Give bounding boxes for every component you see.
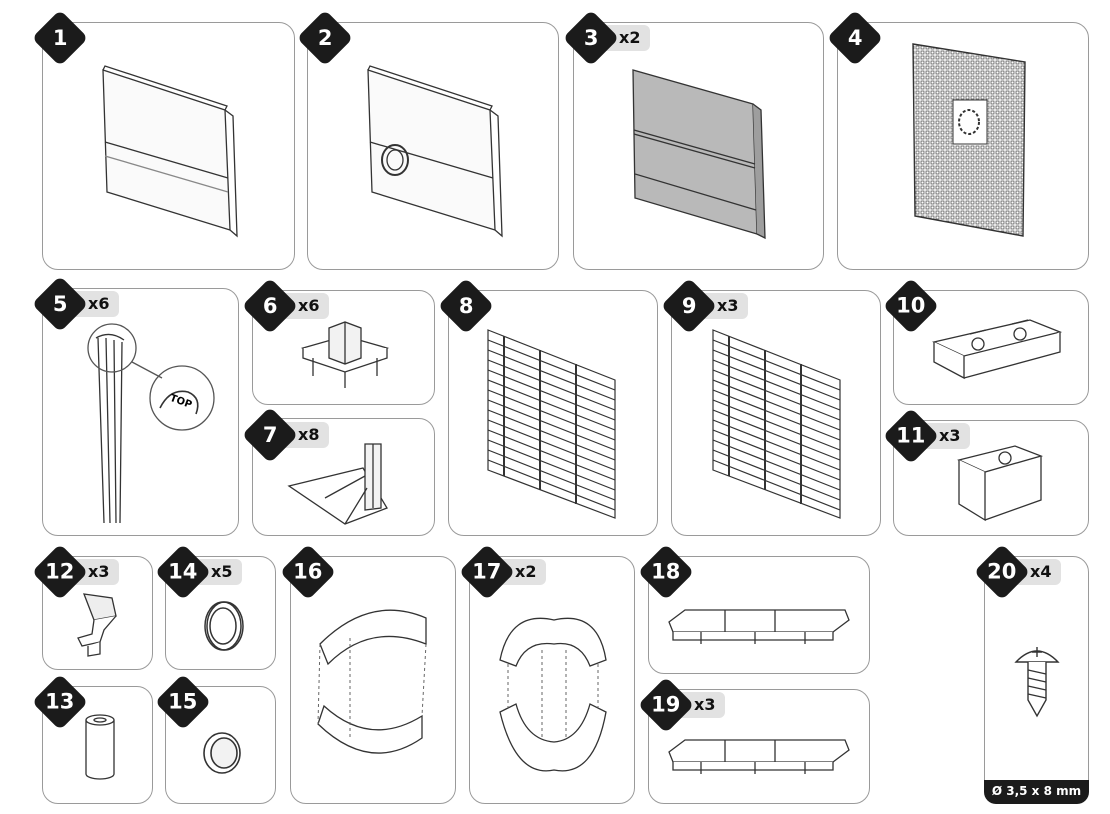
clamp-double-drawing [932, 319, 1063, 380]
badge-15: 15 [154, 673, 212, 731]
badge-1: 1 [31, 9, 89, 67]
foot-bracket-drawing [287, 443, 388, 525]
part-number: 1 [52, 26, 68, 50]
quantity-label: x6 [284, 293, 330, 319]
tunnel-elbow-drawing [499, 617, 607, 772]
part-number: 3 [583, 26, 599, 50]
part-number: 9 [681, 294, 697, 318]
part-number: 13 [45, 689, 75, 714]
badge-8: 8 [437, 277, 495, 335]
tunnel-straight-drawing [317, 609, 427, 754]
top-label: TOP [168, 393, 193, 411]
part-number: 14 [168, 559, 198, 584]
part-number: 12 [45, 559, 75, 584]
rail-b-drawing [668, 739, 850, 774]
screw-size-label: Ø 3,5 x 8 mm [984, 780, 1089, 804]
post-connector-drawing [300, 321, 390, 388]
part-number: 4 [847, 26, 863, 50]
part-number: 15 [168, 689, 198, 714]
quantity-label: x3 [925, 423, 971, 449]
badge-16: 16 [279, 543, 337, 601]
part-card-16 [290, 556, 456, 804]
badge-4: 4 [826, 9, 884, 67]
part-number: 16 [293, 559, 323, 584]
perforated-panel-drawing [912, 43, 1026, 237]
badge-10: 10 [882, 277, 940, 335]
badge-2: 2 [296, 9, 354, 67]
side-panel-plain-drawing [102, 65, 238, 238]
clamp-single-drawing [957, 445, 1044, 522]
part-number: 11 [896, 423, 926, 448]
badge-18: 18 [637, 543, 695, 601]
badge-13: 13 [31, 673, 89, 731]
part-number: 8 [458, 294, 474, 318]
side-panel-with-port-drawing [367, 65, 503, 238]
tube-spacer-drawing [85, 714, 115, 780]
rail-drawing [668, 609, 850, 644]
grille-panel-b-drawing [712, 329, 841, 519]
screw-drawing [1014, 647, 1060, 718]
grille-panel-drawing [487, 329, 616, 519]
latch-drawing [77, 593, 117, 657]
part-number: 10 [896, 293, 926, 318]
part-number: 17 [472, 559, 502, 584]
part-number: 19 [651, 692, 681, 717]
part-number: 7 [262, 423, 278, 447]
ring-drawing [204, 601, 244, 651]
part-number: 20 [987, 559, 1017, 584]
part-number: 6 [262, 294, 278, 318]
part-card-5 [42, 288, 239, 536]
corner-post-drawing: TOP [87, 323, 215, 524]
cap-drawing [203, 732, 241, 774]
part-number: 2 [317, 26, 333, 50]
grey-panel-drawing [632, 69, 766, 240]
part-number: 18 [651, 559, 681, 584]
part-number: 5 [52, 292, 68, 316]
